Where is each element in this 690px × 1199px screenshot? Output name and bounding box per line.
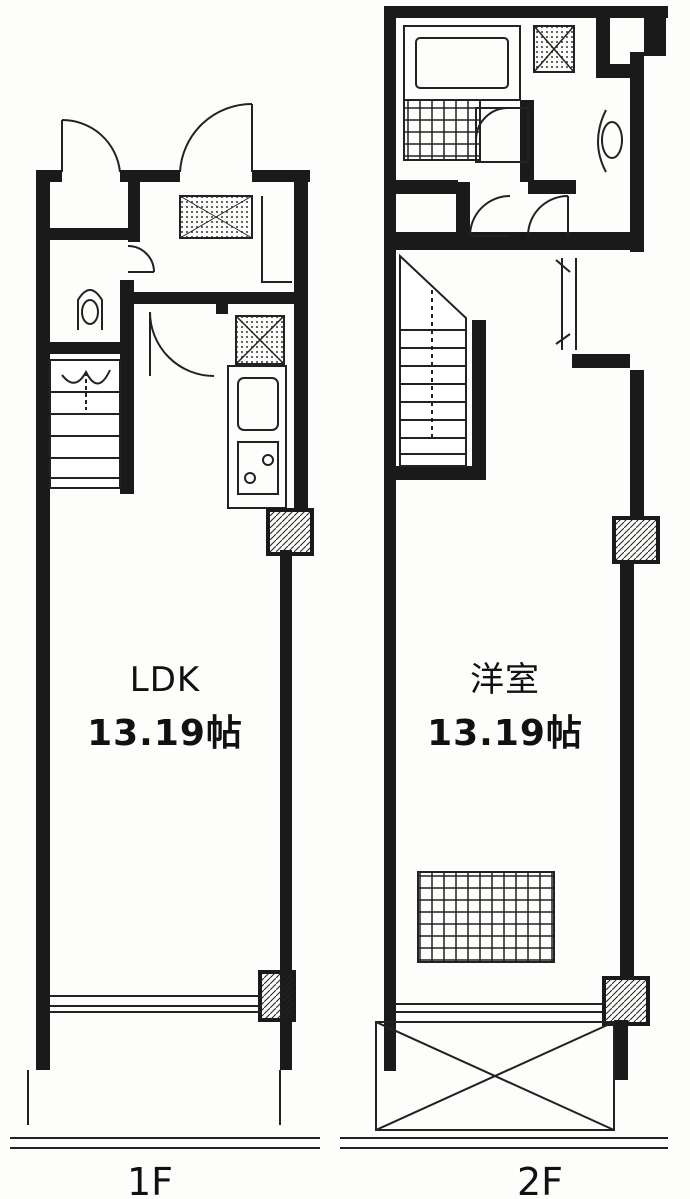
- toilet-1f: [77, 289, 103, 330]
- entrance-door-right: [179, 102, 253, 173]
- floor-heating-panel: [417, 871, 555, 963]
- entrance-door-left: [61, 118, 121, 173]
- room-name-2f: 洋室: [470, 660, 540, 700]
- toilet-door-2f: [527, 195, 569, 237]
- room-name-1f: LDK: [129, 660, 201, 700]
- toilet-door: [127, 245, 155, 273]
- pillar-2f-mid: [612, 516, 660, 564]
- outer-walls-1f: [36, 170, 310, 1070]
- room-size-1f: 13.19帖: [87, 713, 243, 754]
- pillar-1f-mid: [266, 508, 314, 556]
- closet-2f: [555, 258, 577, 350]
- window-1f: [50, 995, 262, 1013]
- pillar-2f-bottom: [602, 976, 650, 1026]
- kitchen-counter: [227, 365, 287, 509]
- floor-1f: [27, 102, 314, 1125]
- staircase-1f: [49, 359, 121, 489]
- staircase-2f: [399, 253, 467, 467]
- interior-walls-1f: [50, 182, 294, 494]
- washroom-door: [149, 311, 215, 377]
- interior-walls-2f: [396, 18, 634, 480]
- washbasin-2f: [475, 107, 529, 163]
- pillar-1f-bottom: [258, 970, 296, 1022]
- bath-door: [469, 195, 511, 237]
- room-size-2f: 13.19帖: [427, 713, 583, 754]
- floor-label-1f: 1F: [126, 1160, 174, 1199]
- washroom-counter: [261, 196, 292, 283]
- floor-2f: [375, 6, 668, 1131]
- window-2f: [396, 1003, 604, 1023]
- unit-bath: [403, 25, 521, 101]
- ground-lines: [10, 1137, 668, 1149]
- floor-label-2f: 2F: [516, 1160, 564, 1199]
- void-2f: [375, 1021, 615, 1131]
- toilet-2f: [597, 109, 623, 173]
- storage-tiles: [403, 99, 481, 161]
- balcony-1f: [27, 1070, 281, 1125]
- outer-walls-2f: [384, 6, 668, 1080]
